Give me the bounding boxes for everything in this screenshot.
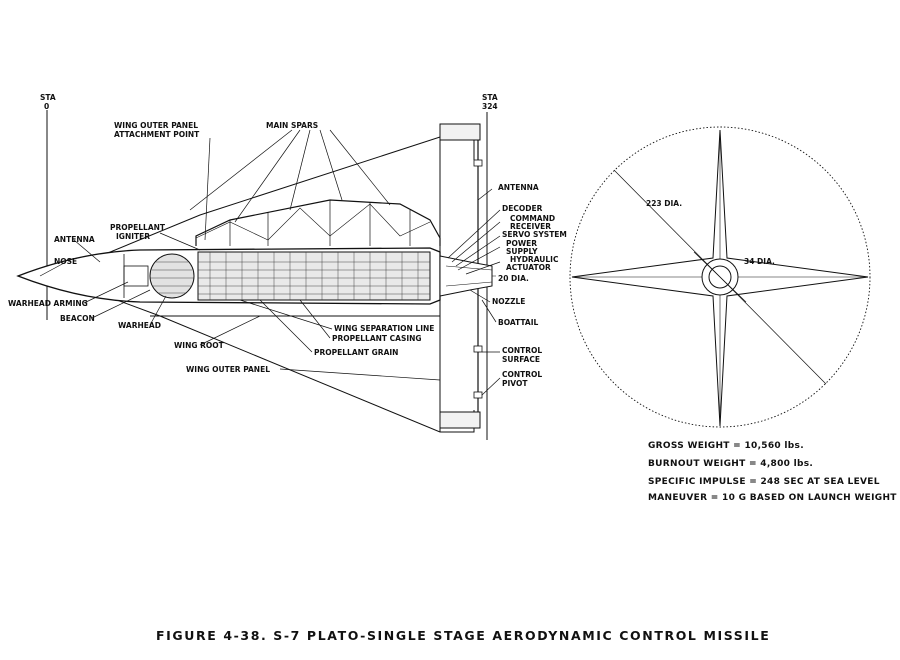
control-pivot-mid <box>473 345 483 353</box>
label-control-surface-2: SURFACE <box>502 355 540 364</box>
label-control-pivot-2: PIVOT <box>502 379 528 388</box>
nozzle-inner-upper <box>445 265 493 271</box>
dia-34-line <box>693 251 747 303</box>
label-command-receiver-2: RECEIVER <box>510 222 551 231</box>
label-control-surface-1: CONTROL <box>502 346 542 355</box>
wing-fairing <box>195 199 441 246</box>
label-command-receiver-1: COMMAND <box>510 214 555 223</box>
label-main-spars: MAIN SPARS <box>266 121 318 130</box>
warhead-hatching <box>150 261 194 294</box>
label-control-pivot-1: CONTROL <box>502 370 542 379</box>
warhead-sphere <box>149 253 195 299</box>
nozzle <box>439 255 493 297</box>
label-propellant-igniter-2: IGNITER <box>116 232 150 241</box>
label-warhead: WARHEAD <box>118 321 161 330</box>
label-wing-outer-panel-attachment-1: WING OUTER PANEL <box>114 121 198 130</box>
sta-324-label: STA <box>482 93 498 102</box>
spec-burnout-weight: BURNOUT WEIGHT = 4,800 lbs. <box>648 459 813 469</box>
label-wing-outer-panel-attachment-2: ATTACHMENT POINT <box>114 130 200 139</box>
label-wing-outer-panel: WING OUTER PANEL <box>186 365 270 374</box>
sta-324-value: 324 <box>482 102 498 111</box>
label-antenna-front: ANTENNA <box>54 235 95 244</box>
control-surface-upper <box>439 123 481 141</box>
spec-maneuver: MANEUVER = 10 G BASED ON LAUNCH WEIGHT <box>648 493 897 503</box>
propellant-hatching <box>198 252 430 300</box>
label-warhead-arming: WARHEAD ARMING <box>8 299 88 308</box>
label-beacon: BEACON <box>60 314 95 323</box>
spec-specific-impulse: SPECIFIC IMPULSE = 248 SEC AT SEA LEVEL <box>648 477 880 487</box>
label-wing-root: WING ROOT <box>174 341 225 350</box>
sta-0-value: 0 <box>44 102 49 111</box>
label-propellant-grain: PROPELLANT GRAIN <box>314 348 398 357</box>
control-pivot-lower <box>473 391 483 399</box>
label-223-dia: 223 DIA. <box>646 199 682 208</box>
label-power-supply-1: POWER <box>506 239 537 248</box>
label-servo-system: SERVO SYSTEM <box>502 230 567 239</box>
nozzle-inner-lower <box>445 281 493 287</box>
label-antenna-rear: ANTENNA <box>498 183 539 192</box>
label-34-dia: 34 DIA. <box>744 257 775 266</box>
fairing-truss <box>195 203 431 241</box>
label-nozzle: NOZZLE <box>492 297 525 306</box>
propellant-grain <box>197 251 431 301</box>
control-pivot-upper <box>473 159 483 167</box>
label-wing-separation-line: WING SEPARATION LINE <box>334 324 434 333</box>
side-view <box>16 110 496 440</box>
sta-0-label: STA <box>40 93 56 102</box>
label-propellant-casing: PROPELLANT CASING <box>332 334 422 343</box>
label-propellant-igniter-1: PROPELLANT <box>110 223 166 232</box>
end-view: 223 DIA. 34 DIA. <box>569 126 871 428</box>
figure-caption: FIGURE 4-38. S-7 PLATO-SINGLE STAGE AERO… <box>156 628 770 643</box>
label-20-dia: 20 DIA. <box>498 274 529 283</box>
label-decoder: DECODER <box>502 204 543 213</box>
warhead-arming-box <box>123 265 149 287</box>
specifications: GROSS WEIGHT = 10,560 lbs. BURNOUT WEIGH… <box>648 441 897 503</box>
leader-lines <box>39 129 501 396</box>
label-hydraulic-actuator-1: HYDRAULIC <box>510 255 559 264</box>
label-hydraulic-actuator-2: ACTUATOR <box>506 263 551 272</box>
label-boattail: BOATTAIL <box>498 318 539 327</box>
spec-gross-weight: GROSS WEIGHT = 10,560 lbs. <box>648 441 804 451</box>
label-power-supply-2: SUPPLY <box>506 247 538 256</box>
control-surface-lower <box>439 411 481 429</box>
wing-span-circle <box>569 126 871 428</box>
label-nose: NOSE <box>54 257 77 266</box>
